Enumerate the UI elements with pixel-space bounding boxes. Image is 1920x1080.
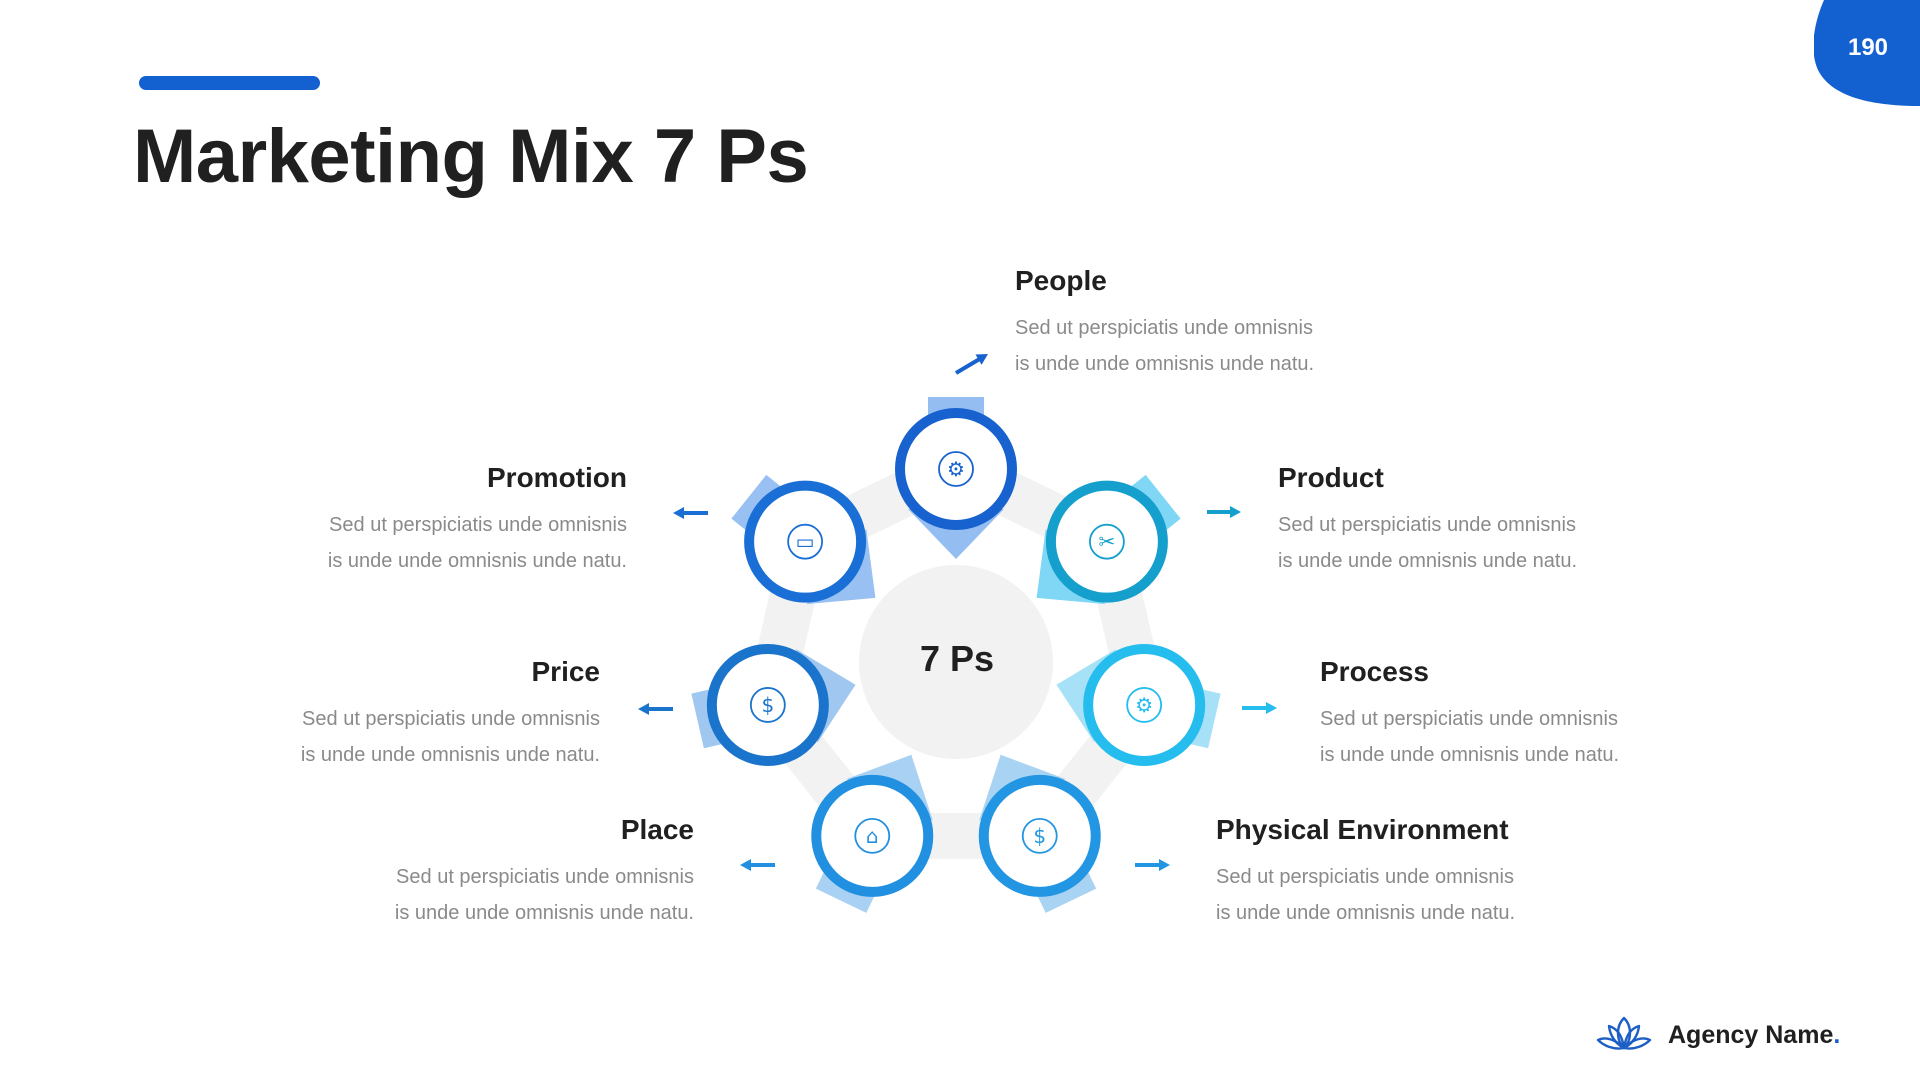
item-title: Physical Environment bbox=[1216, 814, 1509, 845]
description-line: is unde unde omnisnis unde natu. bbox=[300, 744, 600, 766]
node-ring bbox=[706, 643, 829, 766]
icon-glyph: ⚙ bbox=[1135, 693, 1153, 717]
tools-icon: ✂ bbox=[1088, 523, 1125, 560]
item-description: Sed ut perspiciatis unde omnisnis is und… bbox=[120, 701, 600, 773]
description-line: is unde unde omnisnis unde natu. bbox=[394, 902, 694, 924]
node-ring bbox=[895, 408, 1017, 530]
brand-name: Agency Name. bbox=[1668, 1021, 1840, 1050]
pointer-arrow-physical-environment bbox=[1135, 859, 1170, 871]
node-product: ✂ bbox=[1045, 480, 1168, 603]
item-title: Process bbox=[1320, 656, 1429, 687]
icon-glyph: ✂ bbox=[1099, 530, 1116, 554]
item-description: Sed ut perspiciatis unde omnisnis is und… bbox=[1216, 859, 1696, 931]
description-line: is unde unde omnisnis unde natu. bbox=[327, 550, 627, 572]
node-physical-environment: $ bbox=[978, 774, 1101, 897]
item-title: Product bbox=[1278, 462, 1384, 493]
item-place: Place Sed ut perspiciatis unde omnisnis … bbox=[214, 813, 694, 931]
node-price: $ bbox=[706, 643, 829, 766]
description-line: is unde unde omnisnis unde natu. bbox=[1320, 744, 1620, 766]
node-promotion: ▭ bbox=[744, 480, 867, 603]
item-promotion: Promotion Sed ut perspiciatis unde omnis… bbox=[147, 461, 627, 579]
item-description: Sed ut perspiciatis unde omnisnis is und… bbox=[1015, 310, 1495, 382]
node-place: ⌂ bbox=[811, 774, 934, 897]
text-pointers bbox=[638, 353, 1277, 871]
storefront-icon: ⌂ bbox=[854, 817, 891, 854]
page-number-badge: 190 bbox=[1814, 0, 1920, 106]
description-line: Sed ut perspiciatis unde omnisnis bbox=[302, 708, 600, 730]
description-line: Sed ut perspiciatis unde omnisnis bbox=[1216, 866, 1514, 888]
item-process: Process Sed ut perspiciatis unde omnisni… bbox=[1320, 655, 1800, 773]
description-line: Sed ut perspiciatis unde omnisnis bbox=[329, 514, 627, 536]
megaphone-monitor-icon: ▭ bbox=[787, 523, 824, 560]
icon-glyph: ▭ bbox=[796, 530, 815, 554]
description-line: is unde unde omnisnis unde natu. bbox=[1015, 353, 1315, 375]
pointer-arrow-price bbox=[638, 703, 673, 715]
description-line: Sed ut perspiciatis unde omnisnis bbox=[1015, 317, 1313, 339]
item-title: Price bbox=[531, 656, 601, 687]
dollar-network-icon: $ bbox=[749, 687, 786, 723]
icon-glyph: $ bbox=[761, 693, 774, 717]
description-line: Sed ut perspiciatis unde omnisnis bbox=[396, 866, 694, 888]
item-title: People bbox=[1015, 265, 1107, 296]
item-title: Place bbox=[620, 814, 694, 845]
description-line: is unde unde omnisnis unde natu. bbox=[1278, 550, 1578, 572]
icon-glyph: ⌂ bbox=[866, 824, 879, 848]
item-title: Promotion bbox=[487, 462, 627, 493]
pointer-arrow-product bbox=[1207, 506, 1241, 518]
pointer-arrow-process bbox=[1242, 702, 1277, 714]
description-line: Sed ut perspiciatis unde omnisnis bbox=[1278, 514, 1576, 536]
item-product: Product Sed ut perspiciatis unde omnisni… bbox=[1278, 461, 1758, 579]
gear-chart-icon: ⚙ bbox=[1126, 687, 1163, 723]
page-number: 190 bbox=[1847, 34, 1889, 61]
node-ring bbox=[1083, 643, 1206, 766]
item-people: People Sed ut perspiciatis unde omnisnis… bbox=[1015, 264, 1495, 382]
brand-dot: . bbox=[1833, 1020, 1841, 1049]
node-ring bbox=[1045, 480, 1168, 603]
page-badge-shape bbox=[1814, 0, 1920, 106]
node-ring bbox=[978, 774, 1101, 897]
node-circles: ⚙ ✂ ⚙ $ ⌂ $ ▭ bbox=[706, 408, 1206, 897]
icon-glyph: $ bbox=[1033, 824, 1046, 848]
node-people: ⚙ bbox=[895, 408, 1017, 530]
title-accent-bar bbox=[139, 76, 320, 90]
page-title: Marketing Mix 7 Ps bbox=[133, 114, 809, 199]
pointer-arrow-promotion bbox=[673, 507, 708, 519]
item-description: Sed ut perspiciatis unde omnisnis is und… bbox=[214, 859, 694, 931]
head-gears-icon: ⚙ bbox=[938, 451, 974, 487]
center-label: 7 Ps bbox=[919, 638, 995, 679]
node-ring bbox=[811, 774, 934, 897]
description-line: is unde unde omnisnis unde natu. bbox=[1216, 902, 1516, 924]
item-physical-environment: Physical Environment Sed ut perspiciatis… bbox=[1216, 813, 1696, 931]
node-process: ⚙ bbox=[1083, 643, 1206, 766]
pointer-arrow-place bbox=[740, 859, 775, 871]
item-description: Sed ut perspiciatis unde omnisnis is und… bbox=[1278, 507, 1758, 579]
brand-name-text: Agency Name bbox=[1668, 1020, 1834, 1049]
item-description: Sed ut perspiciatis unde omnisnis is und… bbox=[147, 507, 627, 579]
description-line: Sed ut perspiciatis unde omnisnis bbox=[1320, 708, 1618, 730]
footer-brand: Agency Name. bbox=[1596, 1012, 1840, 1058]
item-price: Price Sed ut perspiciatis unde omnisnis … bbox=[120, 655, 600, 773]
center-disc bbox=[859, 565, 1053, 759]
globe-money-icon: $ bbox=[1021, 817, 1058, 854]
node-ring bbox=[744, 480, 867, 603]
item-description: Sed ut perspiciatis unde omnisnis is und… bbox=[1320, 701, 1800, 773]
pointer-arrow-people bbox=[954, 353, 988, 375]
icon-glyph: ⚙ bbox=[947, 457, 965, 481]
lotus-icon bbox=[1596, 1016, 1652, 1050]
